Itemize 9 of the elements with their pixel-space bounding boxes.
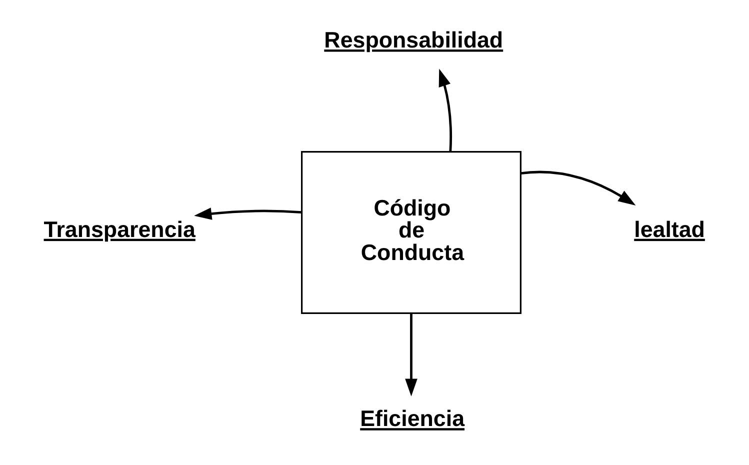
arrow <box>438 68 452 152</box>
node-text: lealtad <box>634 216 705 242</box>
node-text: Eficiencia <box>360 406 465 432</box>
node-box: Código de Conducta <box>301 151 522 314</box>
arrow <box>405 314 418 396</box>
node-text: Responsabilidad <box>324 27 504 52</box>
arrow <box>194 208 302 220</box>
arrow <box>520 170 636 206</box>
node-text: Transparencia <box>44 216 196 242</box>
